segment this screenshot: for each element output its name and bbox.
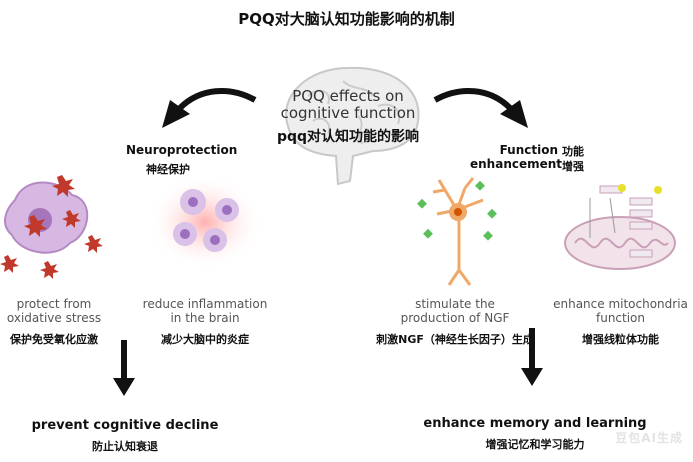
caption-oxidative-en-1: protect from: [16, 297, 92, 311]
center-title-zh: pqq对认知功能的影响: [276, 129, 420, 145]
caption-ngf-zh: 刺激NGF（神经生长因子）生成: [376, 333, 534, 346]
center-line-2: cognitive function: [280, 104, 416, 122]
result-right-en: enhance memory and learning: [423, 416, 647, 431]
arrow-left-curve: [162, 88, 257, 128]
page-title: PQQ对大脑认知功能影响的机制: [238, 10, 455, 28]
function-heading-zh1: 功能: [562, 145, 584, 158]
brain-illustration: [285, 66, 420, 186]
caption-inflammation-zh: 减少大脑中的炎症: [161, 333, 249, 346]
caption-inflammation-en-1: reduce inflammation: [142, 297, 268, 311]
mitochondria-illustration: [564, 184, 676, 270]
center-title-en: PQQ effects on cognitive function: [248, 88, 448, 122]
oxidative-stress-illustration: [0, 175, 103, 279]
caption-mitochondria-en-1: enhance mitochondria: [553, 297, 688, 311]
arrow-right-curve: [433, 88, 528, 128]
caption-oxidative-en-2: oxidative stress: [6, 311, 102, 325]
caption-mitochondria-en: enhance mitochondria function: [548, 297, 693, 325]
result-right-zh: 增强记忆和学习能力: [485, 438, 585, 451]
neuroprotection-heading: Neuroprotection: [126, 143, 238, 157]
function-heading-zh2: 增强: [562, 160, 584, 173]
caption-inflammation-en: reduce inflammation in the brain: [140, 297, 270, 325]
neuroprotection-heading-zh: 神经保护: [146, 163, 190, 176]
caption-mitochondria-en-2: function: [595, 311, 646, 325]
caption-mitochondria-zh: 增强线粒体功能: [582, 333, 659, 346]
watermark: 豆包AI生成: [615, 431, 683, 445]
arrow-down-right: [521, 328, 543, 386]
caption-oxidative-en: protect from oxidative stress: [0, 297, 108, 325]
function-heading-line2: enhancement: [470, 157, 563, 171]
caption-ngf-en-2: production of NGF: [400, 311, 510, 325]
neuron-illustration: [417, 177, 497, 286]
function-heading-line1: Function: [499, 143, 558, 157]
caption-ngf-en: stimulate the production of NGF: [395, 297, 515, 325]
caption-ngf-en-1: stimulate the: [415, 297, 495, 311]
result-left-zh: 防止认知衰退: [92, 440, 158, 453]
caption-inflammation-en-2: in the brain: [170, 311, 240, 325]
inflammation-illustration: [147, 174, 263, 270]
center-line-1: PQQ effects on: [292, 87, 404, 105]
arrow-down-left: [113, 340, 135, 396]
result-left-en: prevent cognitive decline: [31, 418, 219, 433]
caption-oxidative-zh: 保护免受氧化应激: [10, 333, 98, 346]
